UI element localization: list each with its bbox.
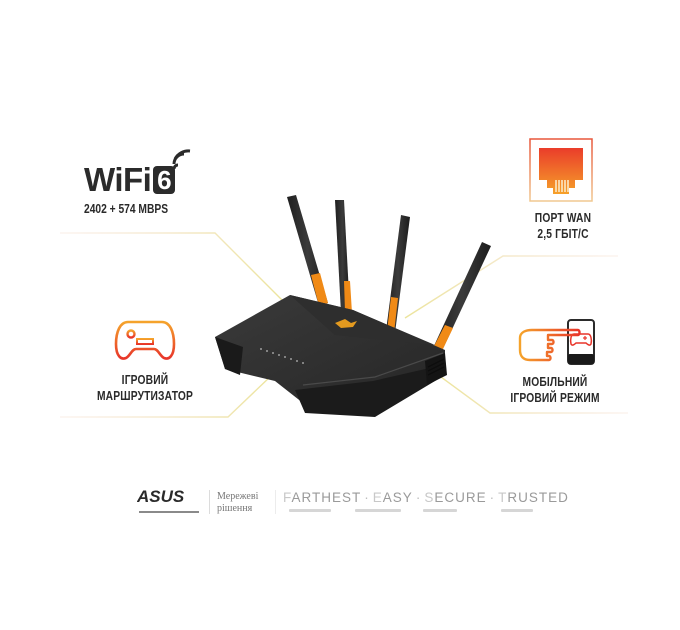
gaming-router-label-line2: МАРШРУТИЗАТОР (96, 389, 194, 403)
slogan-caption-trusted (501, 509, 533, 512)
antenna-3 (386, 215, 410, 333)
hand-pointing-phone-gamepad-icon (518, 319, 595, 365)
gaming-router-label-line1: ІГРОВИЙ (121, 373, 169, 387)
wifi-version-badge: 6 (153, 166, 176, 194)
antenna-4 (433, 242, 491, 353)
antenna-2 (335, 200, 352, 313)
slogan-word-secure: SECURE (424, 490, 487, 505)
wifi-signal-icon (172, 149, 191, 170)
footer-divider-2 (275, 490, 276, 514)
feature-mobile-game-mode: МОБІЛЬНИЙ ІГРОВИЙ РЕЖИМ (490, 318, 620, 406)
mobile-mode-label-line2: ІГРОВИЙ РЕЖИМ (510, 391, 600, 405)
slogan-word-trusted: TRUSTED (498, 490, 569, 505)
svg-text:ASUS: ASUS (137, 488, 185, 504)
wifi-logo-text: WiFi (84, 161, 152, 198)
slogan-caption-secure (423, 509, 457, 512)
asus-wordmark-icon: ASUS (136, 487, 185, 506)
wifi-speed-text: 2402 + 574 MBPS (84, 202, 169, 216)
slogan-caption-easy (355, 509, 401, 512)
ethernet-port-icon (529, 138, 593, 202)
feature-gaming-router: ІГРОВИЙ МАРШРУТИЗАТОР (80, 318, 210, 404)
footer-divider (209, 490, 210, 514)
wan-port-label-line2: 2,5 ГБІТ/С (537, 227, 589, 241)
antenna-1 (287, 195, 328, 306)
slogan-caption-farthest (289, 509, 331, 512)
slogan-word-farthest: FARTHEST (283, 490, 362, 505)
brand-slogan: FARTHEST·EASY·SECURE·TRUSTED (283, 490, 569, 505)
network-solutions-text: Мережеві рішення (217, 491, 259, 514)
asus-logo: ASUS (136, 487, 203, 513)
mobile-mode-label-line1: МОБІЛЬНИЙ (522, 375, 588, 389)
footer-brand-bar: ASUS Мережеві рішення FARTHEST·EASY·SECU… (136, 487, 568, 520)
router-product-image (215, 195, 491, 417)
slogan-word-easy: EASY (372, 490, 413, 505)
gamepad-icon (114, 320, 176, 360)
asus-tagline (139, 511, 199, 513)
router-logo (335, 319, 357, 328)
wan-port-label-line1: ПОРТ WAN (534, 211, 592, 225)
feature-wan-port: ПОРТ WAN 2,5 ГБІТ/С (520, 138, 606, 242)
